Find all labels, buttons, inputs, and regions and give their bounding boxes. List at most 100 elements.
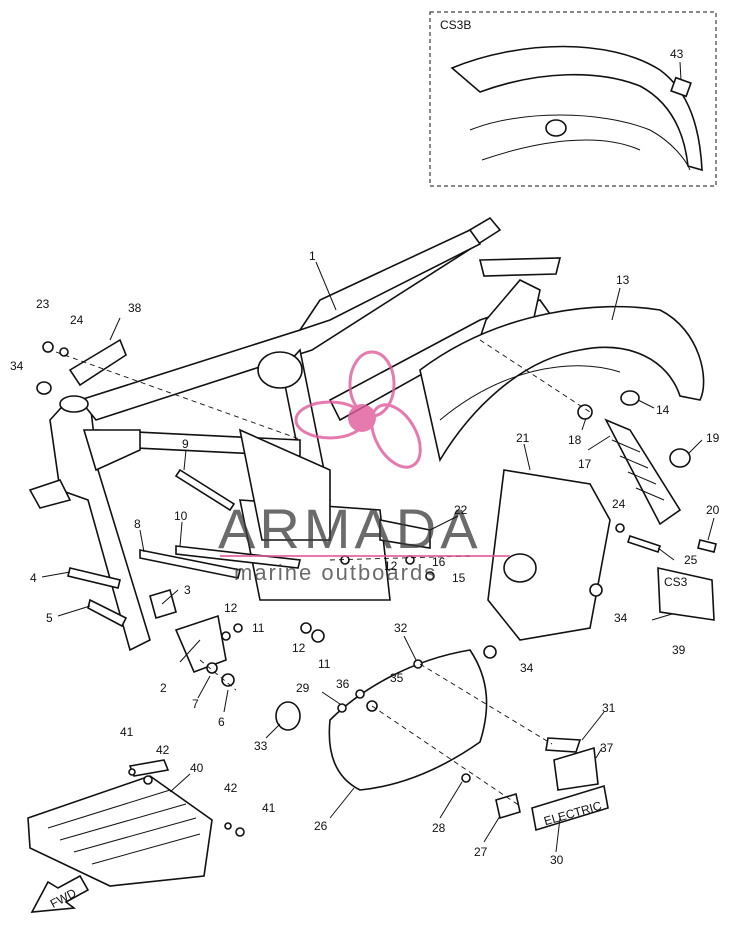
frame-gusset [257,351,303,389]
leader-13 [611,287,621,321]
bolt-41a [128,768,136,776]
assembly-guides [55,339,591,807]
guide-line [199,659,237,691]
plate-3 [149,588,177,620]
leader-28 [439,781,463,819]
watermark: ARMADA marine outboards [218,350,510,585]
guide-line [55,351,303,441]
plate-2 [174,614,227,674]
bolt-9 [174,468,236,512]
washer-12c [300,622,312,634]
frame-lower-section [238,428,331,541]
leader-25 [657,547,675,561]
frame-upper-rail [298,228,482,332]
callout-41a: 41 [120,725,134,739]
leader-21 [523,443,531,471]
inset-frame [429,11,717,187]
rear-fender-edge [439,365,621,421]
inset-clip-part [670,76,692,98]
callout-13: 13 [616,273,630,287]
leader-38 [109,317,121,341]
callout-5: 5 [46,611,53,625]
leader-40 [169,773,191,793]
inset-fender [450,45,703,172]
footrest-bracket [128,759,170,777]
leader-37 [595,747,603,759]
leader-14 [637,399,655,409]
callout-1: 1 [309,249,316,263]
callout-24a: 24 [70,313,84,327]
emblem-31 [545,737,582,753]
leader-lines [41,261,715,853]
leader-19 [687,439,703,455]
battery-box-port [503,553,537,583]
leader-31 [581,711,605,741]
callout-11a: 11 [252,621,265,635]
callout-40: 40 [190,761,204,775]
callout-12c: 12 [384,559,398,573]
callout-34a: 34 [10,359,24,373]
callout-33: 33 [254,739,268,753]
grommet-33 [275,701,301,731]
leader-1 [315,261,337,311]
fwd-arrow-badge: FWD [30,874,90,913]
washer-24b [615,523,625,533]
electric-plate [531,784,609,832]
propeller-blade-right [370,403,422,469]
inset-cs3b: CS3B 43 [429,11,717,187]
callout-22: 22 [454,503,468,517]
plate-39 [657,566,715,621]
callout-2: 2 [160,681,167,695]
cap-19 [669,448,691,468]
shock-absorber-17 [577,390,717,554]
callout-34b: 34 [614,611,628,625]
callout-34c: 34 [520,661,534,675]
bushing-34-left [36,381,52,395]
nut-20 [697,539,717,553]
steering-bracket [82,429,141,472]
leader-10 [179,521,183,547]
watermark-brand: ARMADA [218,497,482,560]
shock-body [604,418,682,526]
leader-30 [555,817,561,853]
callout-17: 17 [578,457,592,471]
bolt-8 [139,549,241,579]
washer-29 [337,703,347,713]
emblem-group: ELECTRIC CS3 [531,566,715,832]
bracket-38 [68,338,127,387]
callout-42b: 42 [224,781,238,795]
washer-12a [221,631,231,641]
nut-11a [233,623,243,633]
bushing-14 [620,390,640,406]
callout-18: 18 [568,433,582,447]
footrest-plate [27,775,213,887]
callout-9: 9 [182,437,189,451]
leader-29 [321,691,341,705]
callout-11b: 11 [318,657,331,671]
washer-42a [143,775,153,785]
callout-8: 8 [134,517,141,531]
callout-42a: 42 [156,743,170,757]
bolt-41b [235,827,245,837]
callout-37: 37 [600,741,614,755]
leader-32 [403,635,417,661]
leader-3 [161,589,179,605]
grommet-32 [413,659,423,669]
leader-2 [179,639,201,663]
inset-title: CS3B [440,18,471,32]
washer-36 [355,689,365,699]
nut-11b [311,629,325,643]
callout-39: 39 [672,643,686,657]
cs3-plate-text: CS3 [664,575,688,589]
leader-17 [587,435,611,451]
bushing-34c [483,645,497,659]
leader-33 [265,723,281,739]
leader-8 [139,529,145,553]
bolt-25 [626,534,662,554]
callout-35: 35 [390,671,404,685]
callout-6: 6 [218,715,225,729]
guide-line [419,663,553,745]
callout-23: 23 [36,297,50,311]
leader-26 [329,787,355,819]
